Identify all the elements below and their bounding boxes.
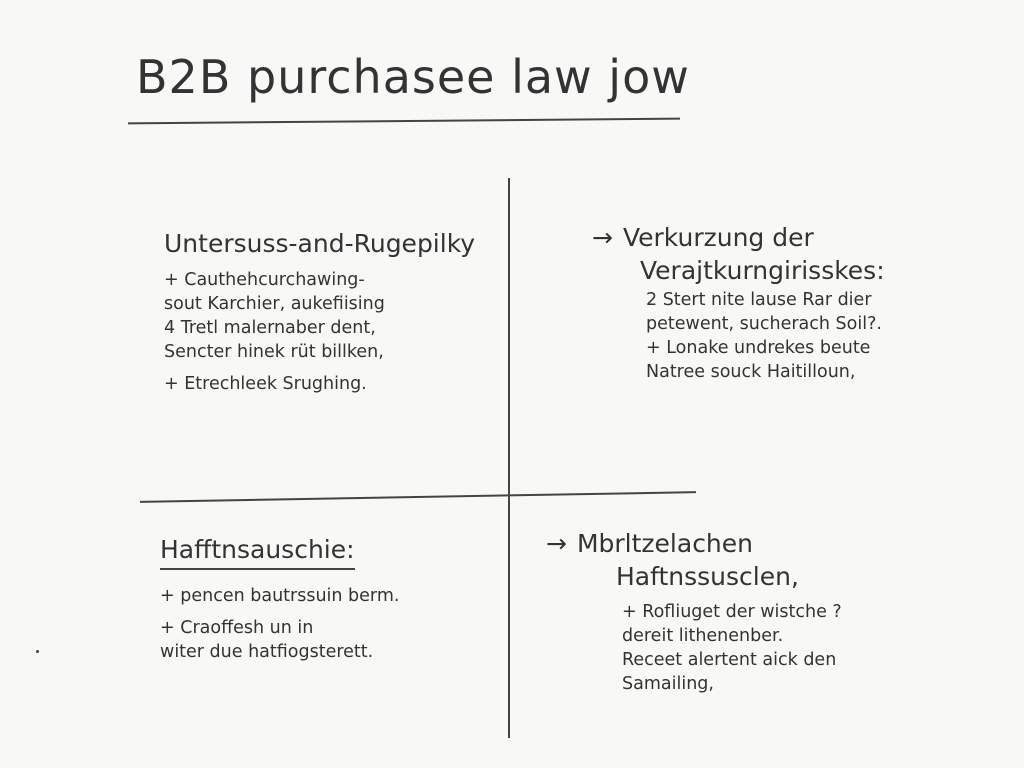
section-heading: Verkurzung der [622, 223, 814, 252]
section-heading-continued: Verajtkurngirisskes: [640, 256, 885, 285]
stray-dot [36, 650, 39, 653]
page-title: B2B purchasee law jow [136, 50, 690, 104]
section-bottom-right: → Mbrltzelachen Haftnssusclen, + Rofliuge… [546, 528, 842, 696]
title-underline [128, 117, 680, 125]
section-top-left: Untersuss-and-Rugepilky + Cauthehcurchaw… [164, 228, 475, 396]
section-heading: Hafftnsauschie: [160, 534, 355, 570]
section-line: witer due hatfiogsterett. [160, 642, 374, 662]
section-line: Receet alertent aick den [622, 650, 837, 670]
arrow-right-icon: → [592, 223, 613, 252]
section-line: petewent, sucherach Soil?. [646, 314, 882, 334]
section-line: sout Karchier, aukefiising [164, 294, 385, 314]
horizontal-divider [140, 491, 696, 503]
section-line: + Cauthehcurchawing- [164, 270, 365, 290]
section-heading-continued: Haftnssusclen, [616, 562, 799, 591]
section-top-right: → Verkurzung der Verajtkurngirisskes: 2 S… [592, 222, 885, 384]
arrow-right-icon: → [546, 529, 567, 558]
section-line: dereit lithenenber. [622, 626, 784, 646]
section-line: 4 Tretl malernaber dent, [164, 318, 376, 338]
section-line: + Rofliuget der wistche ? [622, 602, 842, 622]
section-line: Samailing, [622, 674, 714, 694]
section-heading: Untersuss-and-Rugepilky [164, 229, 476, 258]
section-line: + Lonake undrekes beute [646, 338, 871, 358]
vertical-divider [508, 178, 510, 738]
section-line: + pencen bautrssuin berm. [160, 586, 400, 606]
section-line: Sencter hinek rüt billken, [164, 342, 384, 362]
section-heading: Mbrltzelachen [576, 529, 754, 558]
section-line: + Etrechleek Srughing. [164, 374, 367, 394]
section-line: 2 Stert nite lause Rar dier [646, 290, 872, 310]
section-bottom-left: Hafftnsauschie: + pencen bautrssuin berm… [160, 534, 399, 664]
section-line: Natree souck Haitilloun, [646, 362, 856, 382]
section-line: + Craoffesh un in [160, 618, 314, 638]
